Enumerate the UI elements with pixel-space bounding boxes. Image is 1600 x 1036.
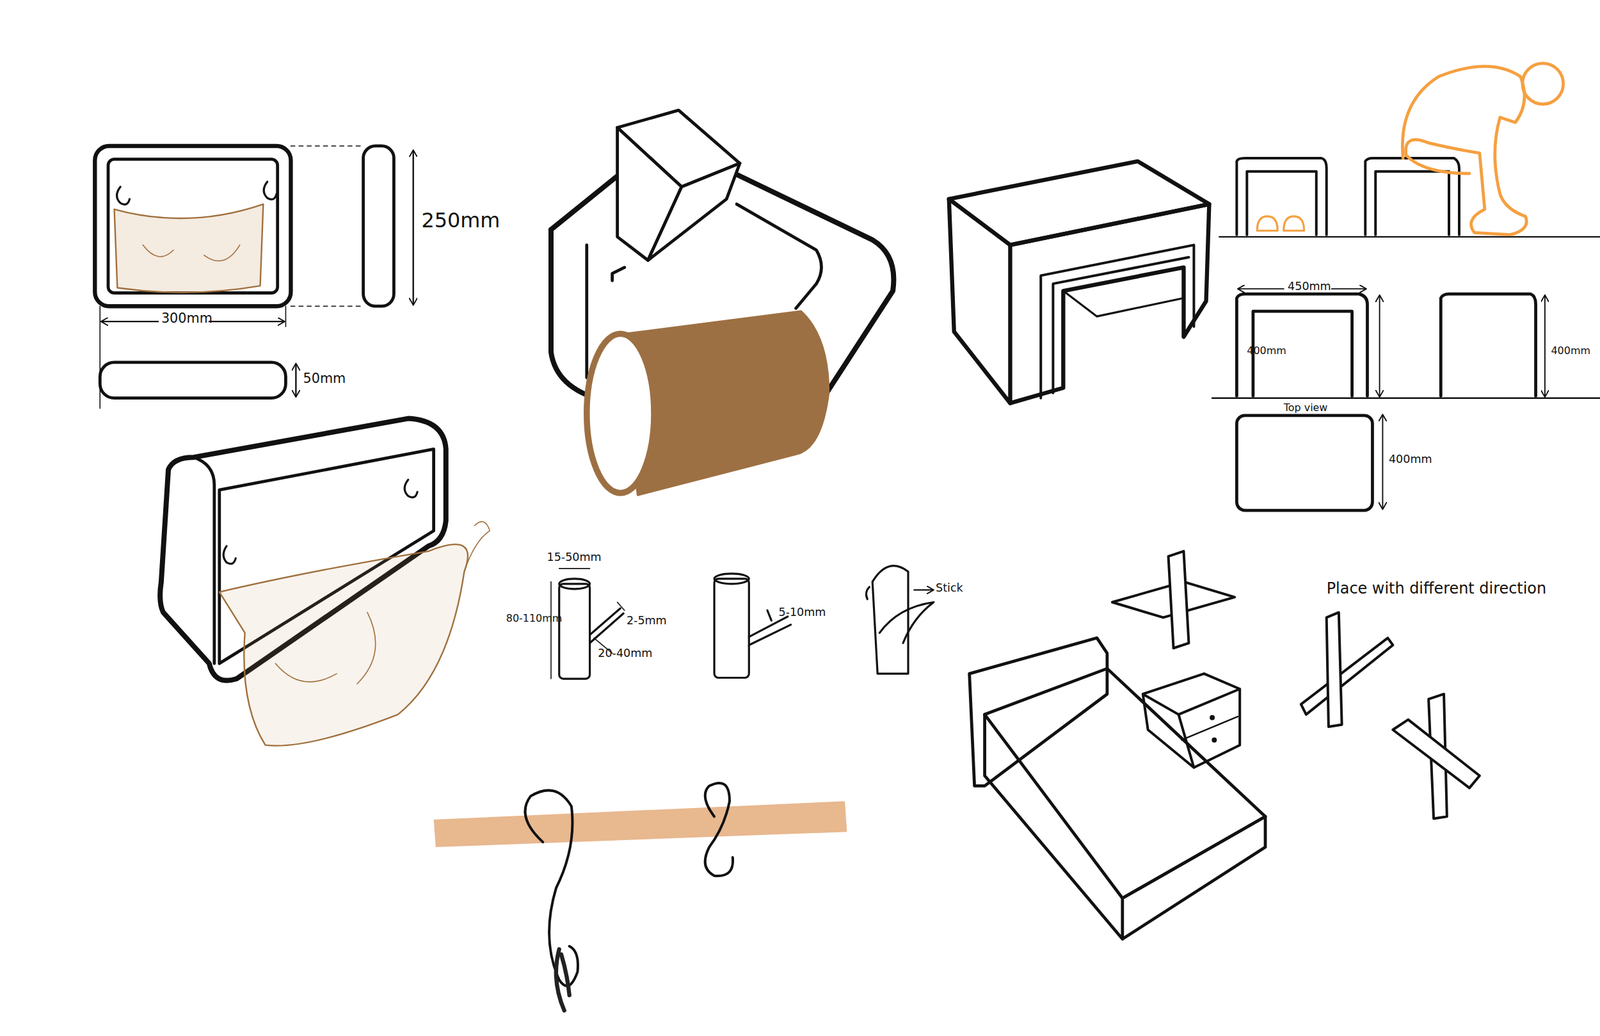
dimension-label: Stick bbox=[935, 581, 964, 594]
dimension-label: 450mm bbox=[1287, 280, 1332, 293]
dimension-label: 400mm bbox=[1388, 453, 1433, 466]
dimension-label: 20-40mm bbox=[597, 647, 653, 660]
dimension-label: 5-10mm bbox=[778, 606, 827, 619]
dimension-label: 80-110mm bbox=[506, 612, 563, 624]
dimension-label: 400mm bbox=[1550, 344, 1590, 357]
dimension-label: 250mm bbox=[421, 209, 500, 232]
dimension-label: Top view bbox=[1283, 401, 1328, 414]
dimension-label: Place with different direction bbox=[1326, 579, 1547, 597]
dimension-label: 2-5mm bbox=[626, 614, 667, 627]
dimension-label: 400mm bbox=[1246, 344, 1286, 357]
dimension-label: 15-50mm bbox=[547, 551, 602, 564]
dimension-label: 50mm bbox=[303, 371, 347, 386]
dimension-label: 300mm bbox=[161, 311, 213, 326]
